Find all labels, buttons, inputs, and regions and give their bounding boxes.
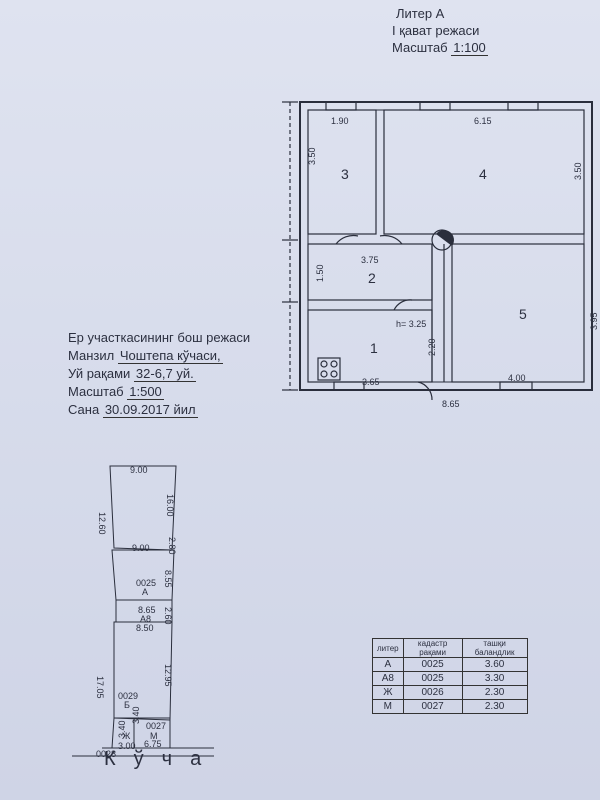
header-floor-plan: I қават режаси bbox=[392, 23, 480, 38]
table-row: М 0027 2.30 bbox=[372, 699, 528, 714]
site-a8-width: 8.65 bbox=[138, 605, 156, 615]
table-row: А8 0025 3.30 bbox=[372, 671, 528, 686]
info-address: Манзил Чоштепа кўчаси, bbox=[68, 348, 223, 364]
table-header: ташқи баландлик bbox=[461, 638, 528, 658]
site-b-letter: Б bbox=[124, 700, 130, 710]
site-a8-side: 2.60 bbox=[163, 607, 173, 625]
table-cell: 2.30 bbox=[461, 699, 528, 714]
room-5-label: 5 bbox=[519, 306, 527, 322]
street-label: Кўча bbox=[104, 748, 220, 770]
table-header: литер bbox=[372, 638, 404, 658]
site-m-dim: 6.75 bbox=[144, 739, 162, 749]
table-cell: 0025 bbox=[402, 657, 463, 672]
site-b-code: 0029 bbox=[118, 691, 139, 701]
site-a-side: 8.55 bbox=[163, 570, 173, 588]
table-cell: 0025 bbox=[402, 671, 463, 686]
dim-3-75: 3.75 bbox=[361, 255, 379, 265]
site-a8-letter: А8 bbox=[140, 614, 152, 624]
table-header-row: литер кадастр рақами ташқи баландлик bbox=[372, 638, 528, 658]
info-house: Уй рақами 32-6,7 уй. bbox=[68, 366, 196, 382]
site-small-side: 3.40 bbox=[117, 720, 127, 738]
site-a8-width2: 8.50 bbox=[136, 623, 154, 633]
info-date: Сана 30.09.2017 йил bbox=[68, 402, 198, 418]
site-mid-side: 2.80 bbox=[167, 537, 177, 555]
table-cell: Ж bbox=[372, 685, 404, 700]
room-2-label: 2 bbox=[368, 270, 376, 286]
site-zh-side: 3.40 bbox=[131, 706, 141, 724]
site-a-code: 0025 bbox=[136, 578, 157, 588]
site-m-code: 0027 bbox=[146, 721, 167, 731]
room-4-label: 4 bbox=[479, 166, 487, 182]
table-cell: 2.30 bbox=[461, 685, 528, 700]
liter-table: литер кадастр рақами ташқи баландлик А 0… bbox=[372, 638, 528, 714]
table-cell: 3.60 bbox=[461, 657, 528, 672]
site-zh-dim: 3.00 bbox=[118, 741, 136, 751]
dim-4-00: 4.00 bbox=[508, 373, 526, 383]
info-title: Ер участкасининг бош режаси bbox=[68, 330, 251, 345]
dim-6-15: 6.15 bbox=[474, 116, 492, 126]
table-header: кадастр рақами bbox=[402, 638, 463, 658]
site-zh-letter: Ж bbox=[122, 731, 131, 741]
site-bottom-code: 0028 bbox=[96, 749, 117, 759]
site-left-top: 12.60 bbox=[97, 512, 107, 535]
site-m-letter: М bbox=[150, 731, 158, 741]
table-row: А 0025 3.60 bbox=[372, 657, 528, 672]
site-left-long: 17.05 bbox=[95, 676, 105, 699]
dim-3-65: 3.65 bbox=[362, 377, 380, 387]
dim-1-90: 1.90 bbox=[331, 116, 349, 126]
header-liter: Литер А bbox=[396, 6, 445, 21]
site-top: 9.00 bbox=[130, 465, 148, 475]
header-scale: Масштаб 1:100 bbox=[392, 40, 488, 56]
site-right-top: 16.00 bbox=[165, 494, 175, 517]
table-row: Ж 0026 2.30 bbox=[372, 685, 528, 700]
table-cell: М bbox=[372, 699, 404, 714]
table-cell: А8 bbox=[372, 671, 404, 686]
table-cell: 3.30 bbox=[461, 671, 528, 686]
table-cell: 0026 bbox=[402, 685, 463, 700]
room-1-label: 1 bbox=[370, 340, 378, 356]
room-3-label: 3 bbox=[341, 166, 349, 182]
site-mid: 9.00 bbox=[132, 543, 150, 553]
dim-8-65: 8.65 bbox=[442, 399, 460, 409]
info-scale: Масштаб 1:500 bbox=[68, 384, 164, 400]
dim-height: h= 3.25 bbox=[396, 319, 427, 329]
site-right-long: 12.95 bbox=[163, 664, 173, 687]
site-a-letter: А bbox=[142, 587, 149, 597]
table-cell: 0027 bbox=[402, 699, 463, 714]
table-cell: А bbox=[372, 657, 404, 672]
